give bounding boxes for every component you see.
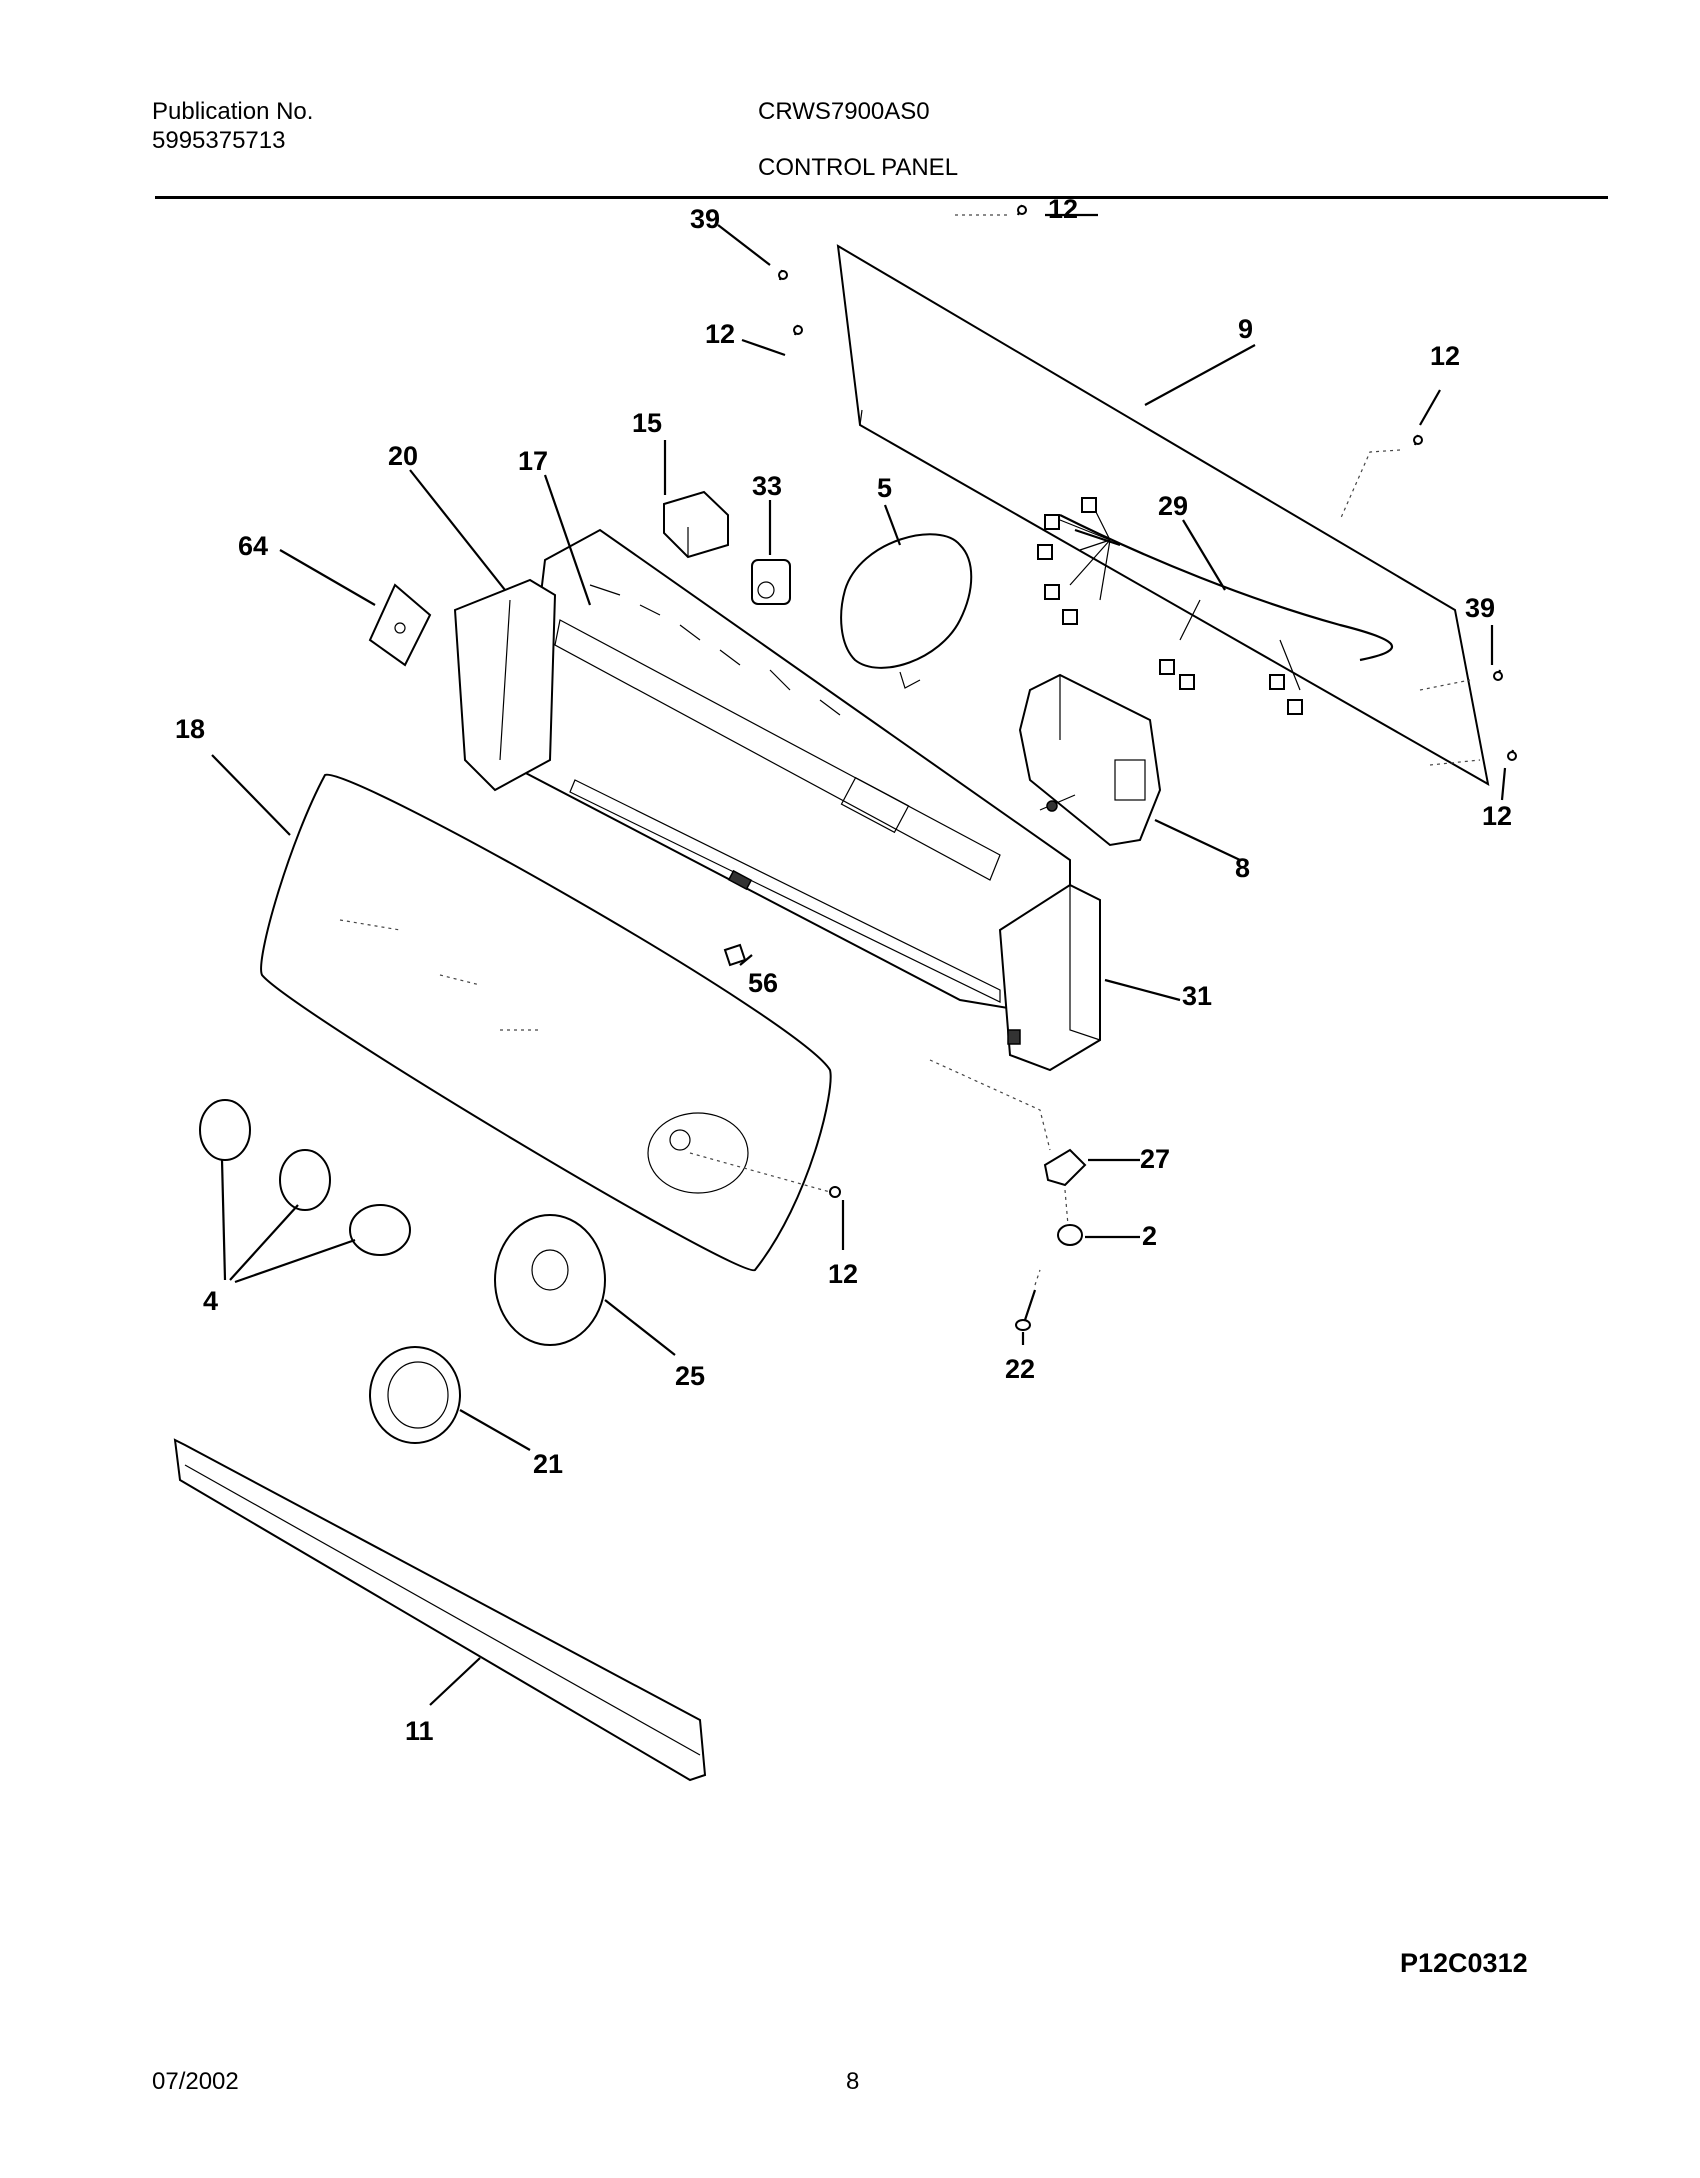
callout-15: 15 — [632, 408, 662, 438]
callout-9: 9 — [1238, 314, 1253, 344]
page-number: 8 — [846, 2068, 860, 2095]
part-64-plate — [368, 583, 432, 667]
callout-12-front: 12 — [828, 1259, 858, 1289]
callout-12-upper: 12 — [705, 319, 735, 349]
callout-11: 11 — [405, 1716, 434, 1746]
callout-39-right: 39 — [1465, 593, 1495, 623]
publication-date: 07/2002 — [152, 2068, 239, 2095]
header-rule — [155, 196, 1608, 199]
part-21-ring — [369, 1346, 461, 1444]
callout-25: 25 — [675, 1361, 705, 1391]
callout-5: 5 — [877, 473, 892, 503]
callout-64: 64 — [238, 531, 268, 561]
part-8-timer — [1018, 673, 1162, 847]
callout-21: 21 — [533, 1449, 563, 1479]
figure-code: P12C0312 — [1400, 1948, 1528, 1978]
section-title: CONTROL PANEL — [758, 154, 959, 181]
callout-18: 18 — [175, 714, 205, 744]
callout-2: 2 — [1142, 1221, 1157, 1251]
callout-39-top: 39 — [690, 204, 720, 234]
publication-number: 5995375713 — [152, 127, 286, 154]
callout-29: 29 — [1158, 491, 1188, 521]
callout-20: 20 — [388, 441, 418, 471]
callout-17: 17 — [518, 446, 548, 476]
small-hardware — [723, 204, 1517, 1331]
callout-4: 4 — [203, 1286, 218, 1316]
callout-27: 27 — [1140, 1144, 1170, 1174]
callout-31: 31 — [1182, 981, 1212, 1011]
part-18-panel-front — [260, 773, 832, 1272]
model-number: CRWS7900AS0 — [758, 98, 930, 125]
part-20-end-bracket — [453, 578, 557, 792]
callout-12-right: 12 — [1430, 341, 1460, 371]
part-31-end-cap — [998, 883, 1101, 1072]
part-9-back-panel — [836, 244, 1490, 786]
callout-12-top: 12 — [1048, 194, 1078, 224]
callout-33: 33 — [752, 471, 782, 501]
callout-8: 8 — [1235, 853, 1250, 883]
leader-lines — [211, 213, 1507, 1706]
part-11-trim — [173, 1438, 707, 1782]
part-15-block — [663, 490, 729, 559]
part-5-cover — [840, 533, 973, 689]
publication-label: Publication No. — [152, 98, 314, 125]
part-29-wire-harness — [1037, 497, 1394, 715]
callout-56: 56 — [748, 968, 778, 998]
part-4-knobs — [199, 1099, 411, 1256]
callout-12-lower-right: 12 — [1482, 801, 1512, 831]
assembly-guides — [689, 214, 1481, 1286]
callout-22: 22 — [1005, 1354, 1035, 1384]
part-33-switch — [751, 559, 791, 605]
part-25-dial — [494, 1214, 606, 1346]
